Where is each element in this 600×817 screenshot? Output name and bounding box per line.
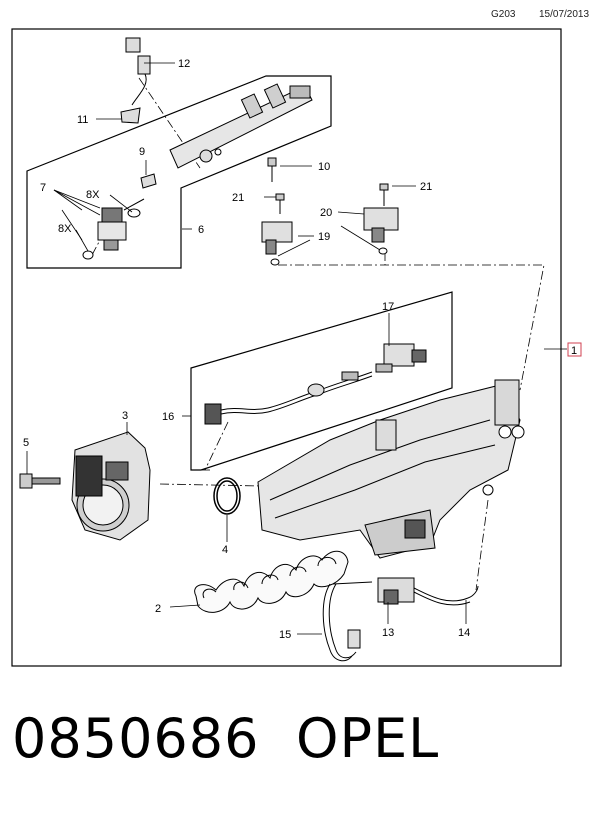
hose-group-frame	[190, 291, 453, 471]
vacuum-valve-part-17	[375, 343, 427, 373]
callout-13: 13	[382, 627, 394, 639]
wiring-harness-part-15	[322, 581, 373, 662]
callout-10: 10	[318, 161, 330, 173]
vacuum-hose-part-16	[204, 371, 373, 425]
callout-2: 2	[155, 603, 161, 615]
callout-20: 20	[320, 207, 332, 219]
callout-19: 19	[318, 231, 330, 243]
diagram-frame	[11, 28, 562, 667]
callout-15: 15	[279, 629, 291, 641]
leader-lines	[26, 62, 567, 635]
page-code: G203	[491, 9, 516, 20]
throttle-body-part-3	[71, 431, 151, 541]
sensor-part-13	[377, 577, 415, 605]
callout-21-right: 21	[420, 181, 432, 193]
callout-21-left: 21	[232, 192, 244, 204]
screw-part-5	[19, 473, 61, 489]
brand-name: OPEL	[296, 707, 440, 770]
callout-9: 9	[139, 146, 145, 158]
callout-16: 16	[162, 411, 174, 423]
clip-part-9	[140, 173, 157, 189]
callout-17: 17	[382, 301, 394, 313]
callout-11: 11	[77, 114, 88, 126]
callout-14: 14	[458, 627, 470, 639]
fuel-rail	[169, 83, 313, 169]
intake-manifold-part-1	[257, 379, 525, 559]
callout-8x-bottom: 8X	[58, 223, 72, 235]
callout-7: 7	[40, 182, 46, 194]
seal-ring-part-4	[213, 477, 241, 515]
callout-1: 1	[571, 345, 577, 357]
callout-labels: 1 2 3 4 5 6 7 8X 8X 9 10 11 12 13 14 15 …	[23, 58, 577, 641]
bolt-part-10	[267, 157, 277, 182]
manifold-gasket-part-2	[194, 550, 349, 613]
callout-8x-top: 8X	[86, 189, 100, 201]
hose-part-14	[413, 585, 479, 606]
reference-lines	[91, 77, 545, 591]
callout-3: 3	[122, 410, 128, 422]
fuel-injector-part-7	[82, 198, 145, 260]
exploded-parts-diagram: 1 2 3 4 5 6 7 8X 8X 9 10 11 12 13 14 15 …	[11, 28, 582, 667]
callout-12: 12	[178, 58, 190, 70]
injector-group-frame	[26, 75, 332, 269]
sensor-part-20	[363, 207, 399, 255]
callout-6: 6	[198, 224, 204, 236]
page-date: 15/07/2013	[539, 9, 590, 20]
callout-4: 4	[222, 544, 228, 556]
bolt-part-21-left	[275, 193, 285, 214]
sensor-part-19	[261, 221, 293, 266]
callout-5: 5	[23, 437, 29, 449]
bolt-part-21-right	[379, 183, 389, 206]
sensor-harness-part-11-12	[120, 37, 151, 124]
ref-box-part-1	[567, 342, 582, 357]
part-number: 0850686	[12, 707, 260, 770]
